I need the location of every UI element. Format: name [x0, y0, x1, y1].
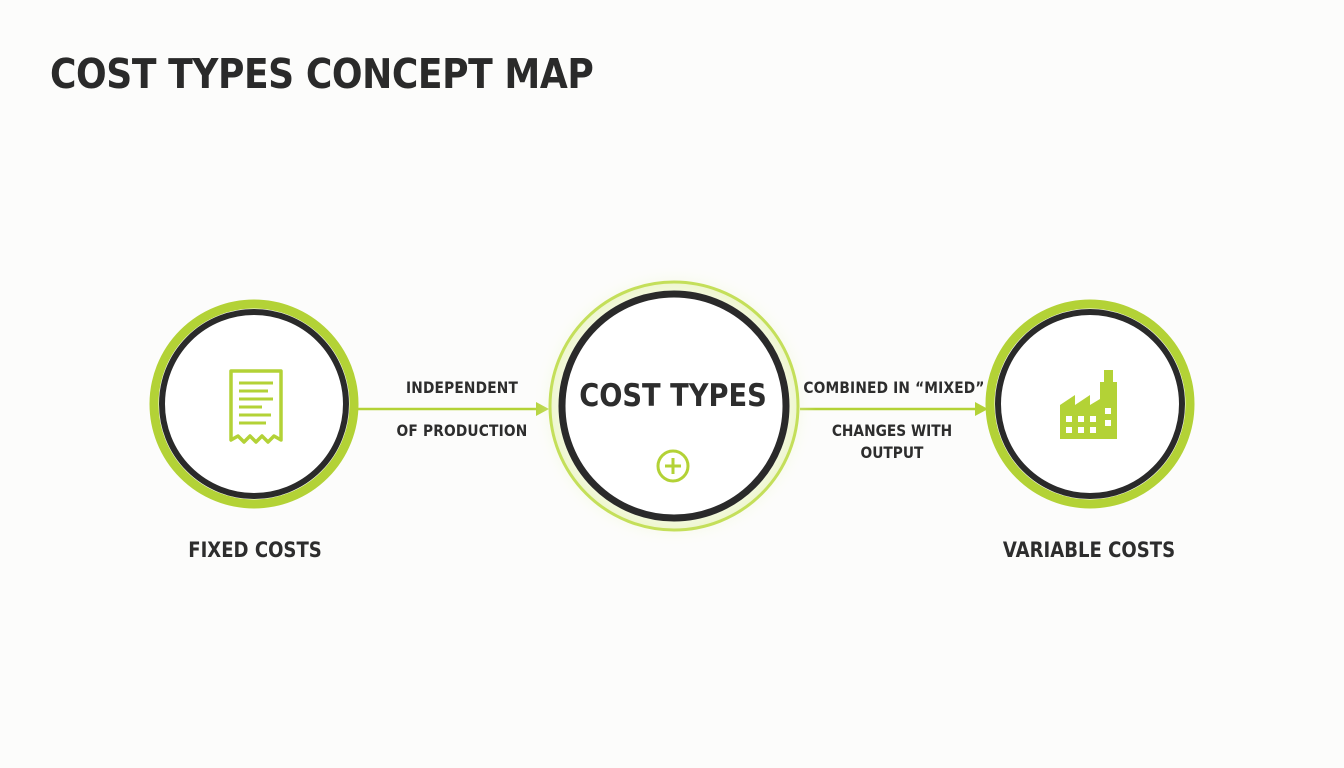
- page-title: COST TYPES CONCEPT MAP: [50, 50, 594, 98]
- node-variable-costs: [985, 299, 1195, 509]
- edge-label-independent: INDEPENDENT: [405, 378, 519, 397]
- fixed-costs-label: FIXED COSTS: [188, 538, 322, 562]
- edge-fixed-to-center: [358, 402, 549, 416]
- node-ring-inner: [558, 290, 790, 522]
- factory-icon: [1060, 370, 1117, 439]
- node-fixed-costs: [149, 299, 359, 509]
- receipt-icon: [229, 369, 283, 444]
- plus-circle-icon: [656, 449, 690, 483]
- variable-costs-label: VARIABLE COSTS: [1002, 538, 1176, 562]
- node-ring-inner: [159, 309, 349, 499]
- edge-label-changes-with-output: CHANGES WITH OUTPUT: [831, 421, 953, 462]
- arrowhead-icon: [975, 402, 988, 416]
- node-ring-inner: [995, 309, 1185, 499]
- edge-label-of-production: OF PRODUCTION: [396, 421, 528, 440]
- node-cost-types: [532, 264, 816, 548]
- edge-label-combined-in-mixed: COMBINED IN “MIXED”: [803, 378, 985, 397]
- edge-center-to-variable: [800, 402, 988, 416]
- center-node-label: COST TYPES: [579, 378, 767, 414]
- node-ring-outer: [149, 299, 359, 509]
